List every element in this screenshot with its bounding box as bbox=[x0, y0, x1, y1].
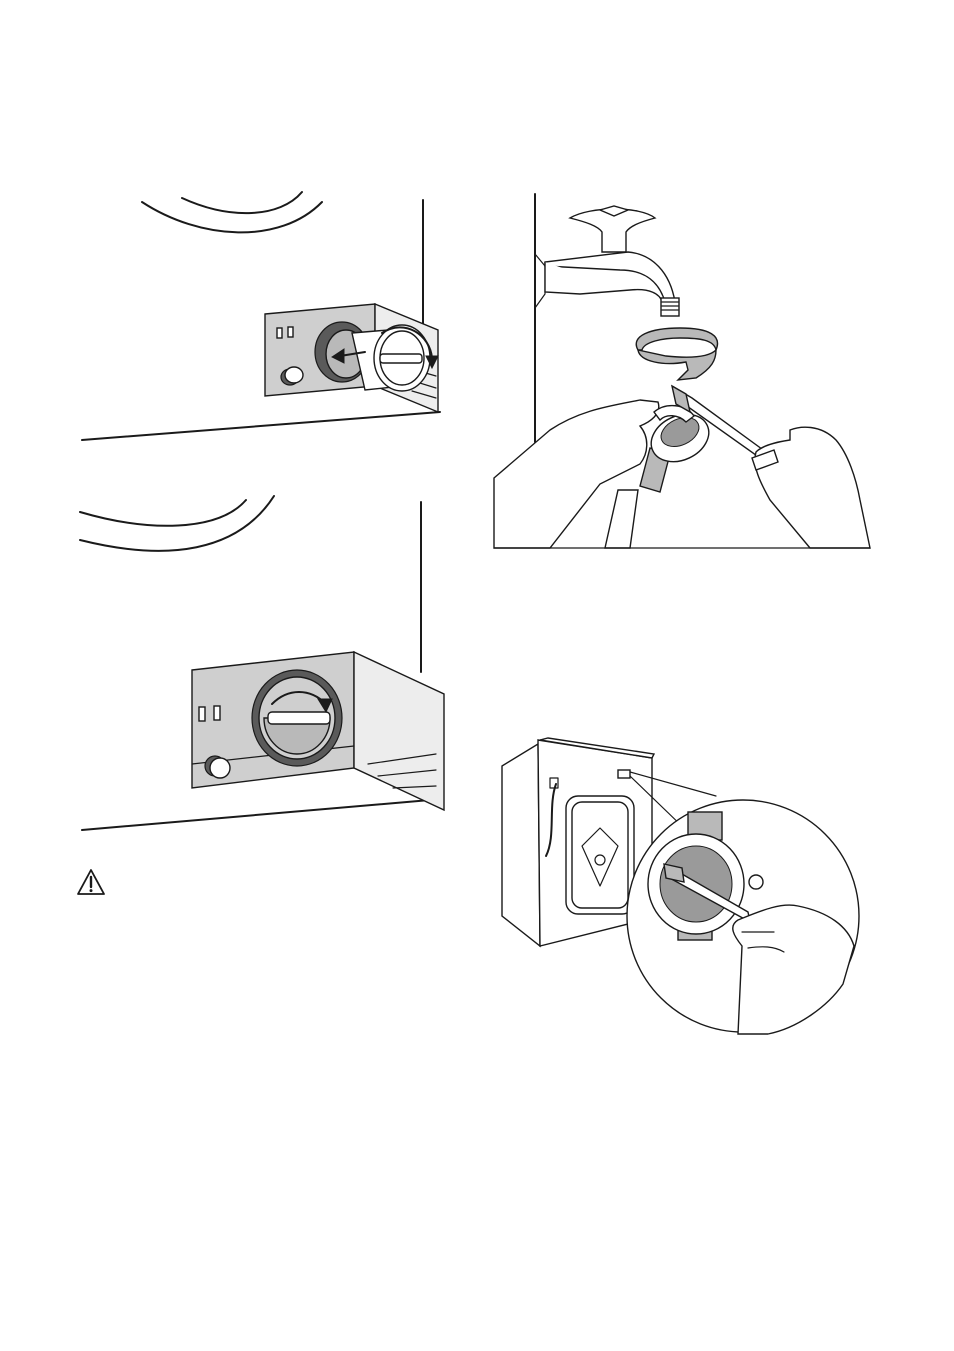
figure-drain-filter-refit bbox=[78, 492, 450, 837]
figure-drain-filter-remove bbox=[80, 190, 450, 445]
figure-inlet-hose-filter bbox=[490, 190, 870, 552]
warning-triangle-icon bbox=[76, 868, 106, 896]
figure-valve-filter bbox=[498, 736, 864, 1034]
